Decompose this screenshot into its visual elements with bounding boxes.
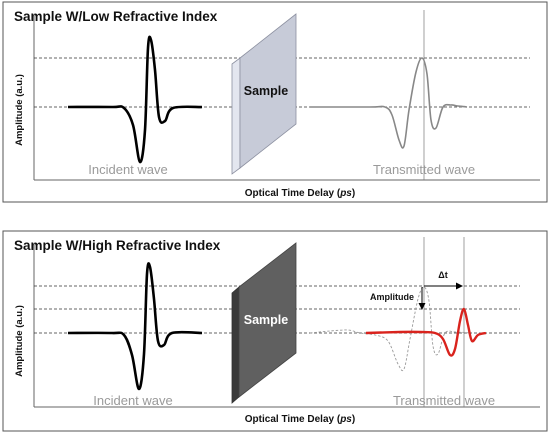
sample-slab: Sample (231, 13, 297, 175)
sample-label: Sample (244, 313, 289, 327)
low-index-diagram: Sample W/Low Refractive Index Amplitude … (2, 1, 548, 203)
incident-wave-label: Incident wave (88, 162, 168, 177)
incident-wave (67, 262, 203, 391)
sample-slab-face (239, 13, 297, 169)
high-index-diagram: Sample W/High Refractive Index Amplitude… (2, 230, 548, 432)
high-index-panel: Sample W/High Refractive Index Amplitude… (0, 229, 550, 433)
transmitted-wave-label: Transmitted wave (393, 393, 495, 408)
sample-label: Sample (244, 84, 289, 98)
sample-slab-face (238, 242, 297, 398)
y-axis-label: Amplitude (a.u.) (14, 305, 25, 377)
panel-frame (2, 230, 548, 432)
panel-frame (2, 1, 548, 203)
sample-slab-edge (231, 57, 241, 175)
reference-transmitted-wave (309, 286, 471, 372)
delta-t-label: Δt (438, 270, 447, 280)
x-axis-label: Optical Time Delay (ps) (245, 188, 355, 199)
sample-slab-edge (231, 286, 240, 404)
sample-slab: Sample (231, 242, 297, 404)
amplitude-arrowhead (418, 303, 426, 310)
incident-wave (67, 35, 203, 164)
panel-title: Sample W/Low Refractive Index (14, 9, 218, 24)
delta-t-arrowhead (456, 282, 463, 290)
amplitude-label: Amplitude (370, 292, 414, 302)
panel-title: Sample W/High Refractive Index (14, 238, 221, 253)
transmitted-wave (365, 307, 487, 357)
low-index-panel: Sample W/Low Refractive Index Amplitude … (0, 0, 550, 204)
transmitted-wave-label: Transmitted wave (373, 162, 475, 177)
transmitted-wave (310, 57, 468, 149)
incident-wave-label: Incident wave (93, 393, 173, 408)
x-axis-label: Optical Time Delay (ps) (245, 414, 355, 425)
y-axis-label: Amplitude (a.u.) (14, 74, 25, 146)
